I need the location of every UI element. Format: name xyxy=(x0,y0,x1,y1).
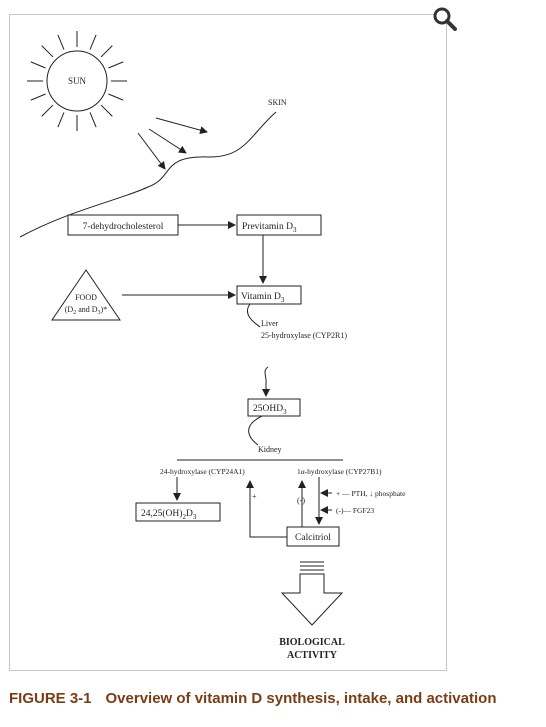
product-24-label: 24,25(OH)2D3 xyxy=(141,508,197,521)
food-sublabel: (D2 and D3)* xyxy=(65,305,107,316)
product-24-box xyxy=(135,502,221,522)
calcitriol-box xyxy=(286,526,340,547)
dehydro-label: 7-dehydrocholesterol xyxy=(83,222,164,232)
sun-ray xyxy=(41,104,54,117)
sunlight-arrows xyxy=(137,117,208,170)
sun-ray xyxy=(30,93,46,101)
sun-ray xyxy=(89,34,97,50)
calcitriol-label: Calcitriol xyxy=(295,533,331,543)
sun-ray xyxy=(89,112,97,128)
enzyme-1a-label: 1α-hydroxylase (CYP27B1) xyxy=(297,467,382,476)
sun-ray xyxy=(41,45,54,58)
minus-label: (-) xyxy=(297,496,305,505)
biological-activity-arrow xyxy=(280,561,344,626)
figure-caption-text: Overview of vitamin D synthesis, intake,… xyxy=(105,690,497,707)
fgf-label: (-)— FGF23 xyxy=(336,506,374,515)
liver-squiggle xyxy=(246,303,261,328)
ohd-label: 25OHD3 xyxy=(253,404,287,416)
kidney-label: Kidney xyxy=(258,445,282,454)
previtamin-label: Previtamin D3 xyxy=(242,222,297,234)
plus-label: + xyxy=(252,492,257,501)
sun-ray xyxy=(108,61,124,69)
food-label: FOOD xyxy=(75,293,97,302)
skin-curve xyxy=(19,111,277,238)
food-triangle xyxy=(51,269,121,321)
figure-panel: SUN SKIN 7-dehydrocholesterol Previtamin… xyxy=(9,14,447,671)
figure-number: FIGURE 3-1 xyxy=(9,690,92,707)
vitamin-label: Vitamin D3 xyxy=(241,292,285,304)
figure-caption: FIGURE 3-1 Overview of vitamin D synthesi… xyxy=(9,690,496,707)
sun-ray xyxy=(57,112,65,128)
sun-ray xyxy=(100,104,113,117)
sun-icon: SUN xyxy=(27,31,127,131)
ohd-box xyxy=(247,398,301,417)
pth-label: + — PTH, ↓ phosphate xyxy=(336,489,406,498)
liver-label: Liver xyxy=(261,319,279,328)
bio-label-1: BIOLOGICAL xyxy=(279,637,345,648)
previtamin-box xyxy=(236,214,322,236)
enzyme-24-label: 24-hydroxylase (CYP24A1) xyxy=(160,467,245,476)
kidney-squiggle xyxy=(248,415,263,446)
sun-ray xyxy=(57,34,65,50)
vitamin-d-diagram: SUN SKIN 7-dehydrocholesterol Previtamin… xyxy=(19,31,406,661)
sun-ray xyxy=(30,61,46,69)
skin-label: SKIN xyxy=(268,98,287,107)
sun-ray xyxy=(108,93,124,101)
sun-ray xyxy=(100,45,113,58)
bio-label-2: ACTIVITY xyxy=(287,650,338,661)
magnifier-icon[interactable] xyxy=(432,6,458,32)
liver-enzyme-label: 25-hydroxylase (CYP2R1) xyxy=(261,331,347,340)
sun-label: SUN xyxy=(68,76,87,86)
vitamin-box xyxy=(236,285,302,305)
